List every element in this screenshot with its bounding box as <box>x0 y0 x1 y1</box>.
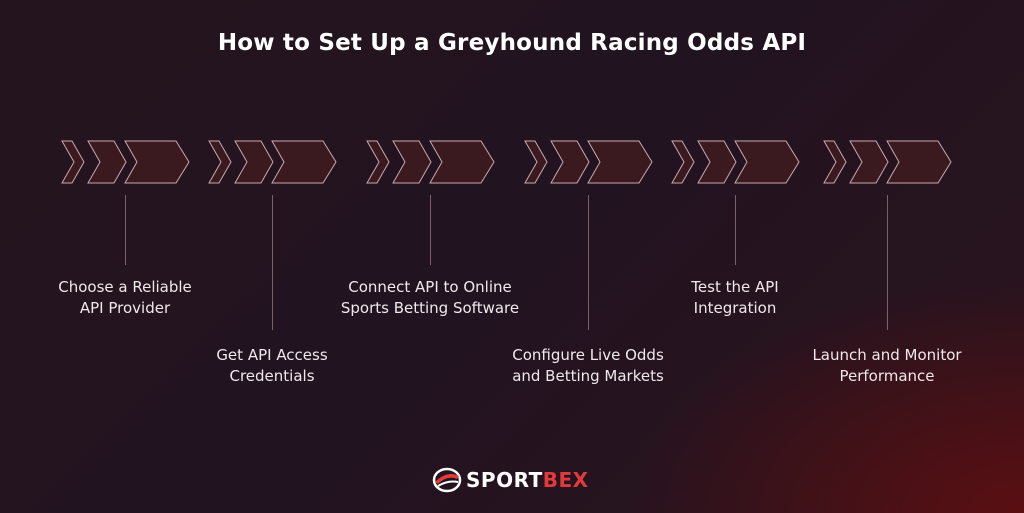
step-label: Configure Live Odds and Betting Markets <box>473 345 703 387</box>
step-label-line-2: Performance <box>839 367 935 385</box>
brand-name-bex: BEX <box>542 468 589 492</box>
connector-line <box>430 195 431 265</box>
step-label-line-2: and Betting Markets <box>512 367 664 385</box>
step-label-line-1: Launch and Monitor <box>812 346 962 364</box>
sportbex-logo-icon <box>432 467 462 493</box>
brand-logo: SPORTBEX <box>432 466 589 494</box>
step-label: Test the API Integration <box>620 277 850 319</box>
step-label-line-2: API Provider <box>79 299 171 317</box>
step-label-line-1: Connect API to Online <box>348 278 512 296</box>
step-label-line-1: Configure Live Odds <box>512 346 664 364</box>
step-label-line-1: Get API Access <box>216 346 328 364</box>
connector-line <box>735 195 736 265</box>
connector-line <box>125 195 126 265</box>
chevron-arrows-icon <box>671 140 800 184</box>
step-label: Get API Access Credentials <box>157 345 387 387</box>
chevron-arrows-icon <box>524 140 653 184</box>
chevron-arrows-icon <box>61 140 190 184</box>
step-label: Launch and Monitor Performance <box>772 345 1002 387</box>
step-label-line-1: Test the API <box>691 278 779 296</box>
chevron-arrows-icon <box>823 140 952 184</box>
connector-line <box>887 195 888 330</box>
connector-line <box>272 195 273 330</box>
step-label-line-2: Integration <box>693 299 777 317</box>
brand-name-sport: SPORT <box>466 468 543 492</box>
step-label: Connect API to Online Sports Betting Sof… <box>315 277 545 319</box>
step-label-line-2: Credentials <box>229 367 315 385</box>
page-title: How to Set Up a Greyhound Racing Odds AP… <box>217 30 807 56</box>
connector-line <box>588 195 589 330</box>
step-label-line-2: Sports Betting Software <box>340 299 520 317</box>
step-label: Choose a Reliable API Provider <box>10 277 240 319</box>
step-label-line-1: Choose a Reliable <box>58 278 192 296</box>
chevron-arrows-icon <box>208 140 337 184</box>
brand-name: SPORTBEX <box>466 468 589 492</box>
chevron-arrows-icon <box>366 140 495 184</box>
